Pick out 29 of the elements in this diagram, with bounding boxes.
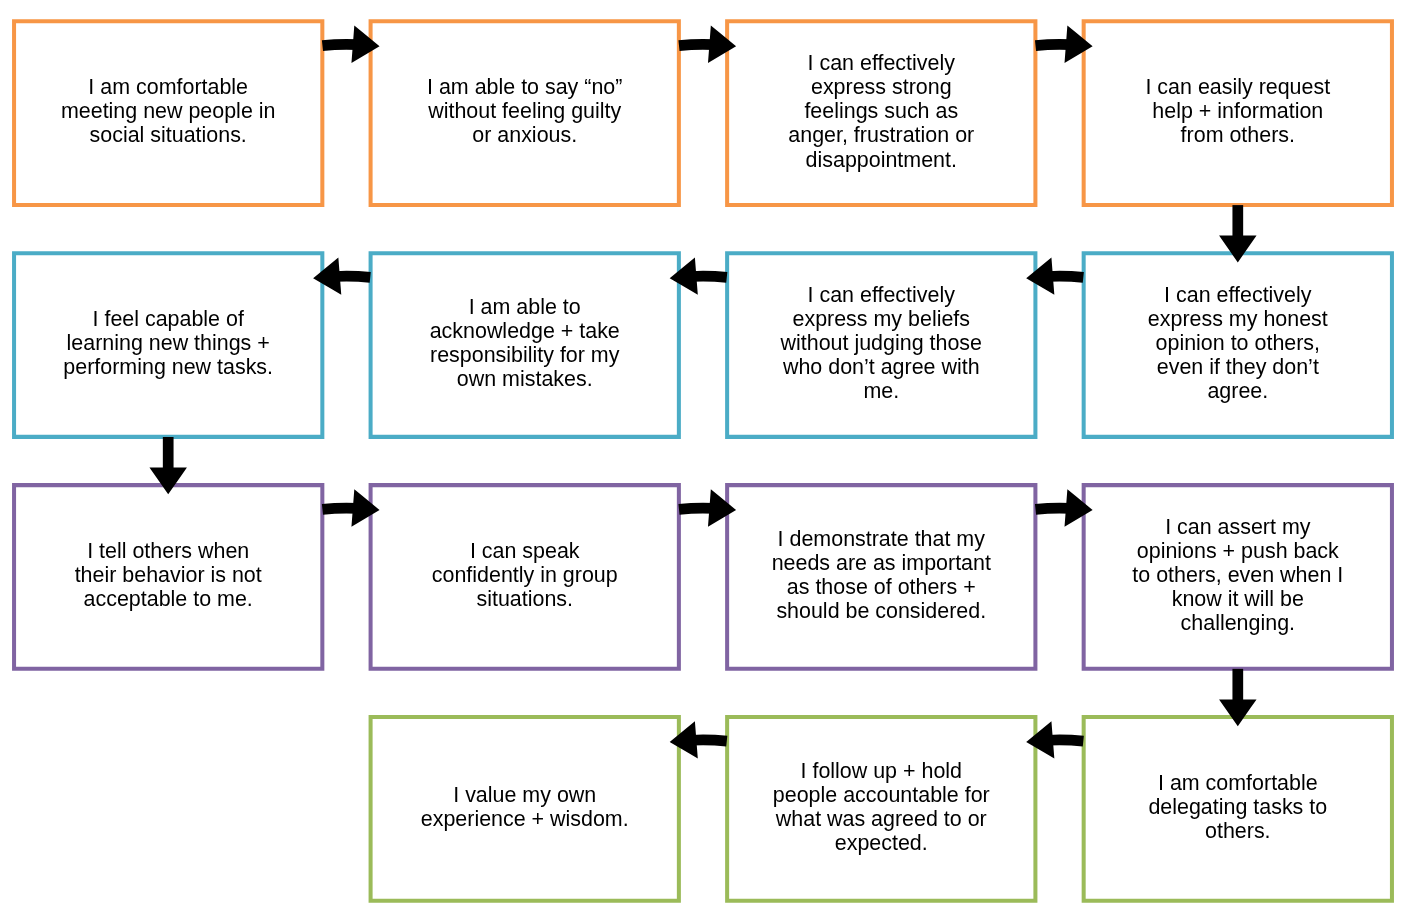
node-box: I can effectively express my beliefs without judging those who don’t agree with me. (725, 250, 1038, 439)
arrow (669, 720, 728, 759)
node-box: I can speak confidently in group situations. (368, 482, 681, 671)
node-box: I am able to say “no” without feeling guilty or anxious. (368, 18, 681, 207)
node-box: I am comfortable meeting new people in social situations. (12, 18, 325, 207)
arrow (313, 256, 371, 295)
node-box: I follow up + hold people accountable for what was agreed to or expected. (725, 714, 1038, 903)
node-box: I value my own experience + wisdom. (368, 714, 681, 903)
arrow (1026, 720, 1084, 759)
arrow (321, 25, 380, 63)
node-box: I am comfortable delegating tasks to others. (1081, 714, 1394, 903)
node-box: I am able to acknowledge + take responsibility for my own mistakes. (368, 250, 681, 439)
arrow (321, 488, 380, 527)
arrow (1026, 256, 1084, 295)
node-box: I can assert my opinions + push back to others, even when I know it will be challenging. (1081, 482, 1394, 671)
arrow (149, 436, 187, 494)
node-box: I can effectively express strong feelings such as anger, frustration or disappointment. (725, 18, 1038, 207)
arrow (678, 488, 737, 527)
node-box: I feel capable of learning new things + performing new tasks. (12, 250, 325, 439)
node-box: I demonstrate that my needs are as important as those of others + should be considered. (725, 482, 1038, 671)
arrow (1219, 668, 1257, 726)
node-box: I can easily request help + information from others. (1081, 18, 1394, 207)
arrow (1219, 204, 1257, 262)
arrow (669, 256, 728, 295)
arrow (1035, 25, 1093, 63)
node-box: I can effectively express my honest opinion to others, even if they don’t agree. (1081, 250, 1394, 439)
arrow (678, 25, 737, 63)
arrow (1035, 488, 1093, 527)
node-box: I tell others when their behavior is not acceptable to me. (12, 482, 325, 671)
